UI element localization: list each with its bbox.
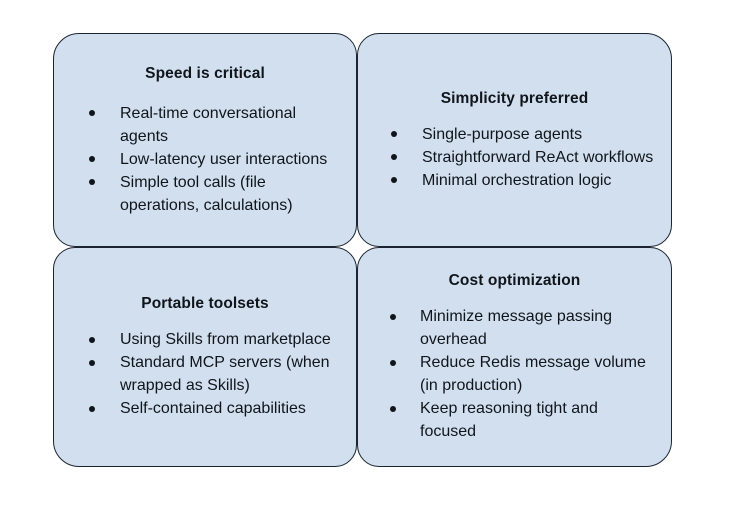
list-item-label: Real-time conversational agents xyxy=(120,104,297,145)
list-item: Simple tool calls (file operations, calc… xyxy=(70,171,340,217)
bullet-dot-icon xyxy=(89,405,95,412)
quadrant-card-portable-toolsets: Portable toolsets Using Skills from mark… xyxy=(53,247,357,467)
card-bullet-list: Single-purpose agents Straightforward Re… xyxy=(374,123,655,192)
list-item: Single-purpose agents xyxy=(374,123,655,146)
quadrant-card-speed-is-critical: Speed is critical Real-time conversation… xyxy=(53,33,357,247)
card-bullet-list: Real-time conversational agents Low-late… xyxy=(70,102,340,217)
quadrant-card-simplicity-preferred: Simplicity preferred Single-purpose agen… xyxy=(357,33,672,247)
card-body: Simplicity preferred Single-purpose agen… xyxy=(358,89,671,192)
list-item-label: Reduce Redis message volume (in producti… xyxy=(420,354,646,394)
bullet-dot-icon xyxy=(390,405,396,412)
card-title: Portable toolsets xyxy=(141,295,269,312)
quadrant-figure: Speed is critical Real-time conversation… xyxy=(53,33,672,467)
list-item-label: Minimal orchestration logic xyxy=(422,171,612,189)
bullet-dot-icon xyxy=(89,110,95,116)
list-item: Self-contained capabilities xyxy=(70,397,340,420)
bullet-dot-icon xyxy=(391,154,397,160)
list-item: Real-time conversational agents xyxy=(70,102,340,148)
list-item-label: Straightforward ReAct workflows xyxy=(422,148,654,166)
list-item: Low-latency user interactions xyxy=(70,148,340,171)
card-body: Portable toolsets Using Skills from mark… xyxy=(54,294,356,420)
bullet-dot-icon xyxy=(89,179,95,185)
card-bullet-list: Minimize message passing overhead Reduce… xyxy=(374,305,655,443)
bullet-dot-icon xyxy=(89,336,95,343)
list-item: Using Skills from marketplace xyxy=(70,328,340,351)
list-item-label: Keep reasoning tight and focused xyxy=(420,400,598,440)
card-body: Speed is critical Real-time conversation… xyxy=(54,64,356,217)
card-title: Speed is critical xyxy=(145,64,265,82)
card-title: Cost optimization xyxy=(448,272,581,289)
bullet-dot-icon xyxy=(390,359,396,366)
list-item-label: Low-latency user interactions xyxy=(120,150,328,168)
list-item-label: Minimize message passing overhead xyxy=(420,308,613,348)
list-item-label: Using Skills from marketplace xyxy=(120,331,331,348)
bullet-dot-icon xyxy=(391,131,397,137)
card-title: Simplicity preferred xyxy=(440,89,589,107)
bullet-dot-icon xyxy=(390,313,396,320)
list-item-label: Self-contained capabilities xyxy=(120,400,306,417)
bullet-dot-icon xyxy=(89,359,95,366)
list-item-label: Simple tool calls (file operations, calc… xyxy=(120,173,293,214)
list-item: Minimize message passing overhead xyxy=(374,305,655,351)
bullet-dot-icon xyxy=(391,177,397,183)
list-item: Reduce Redis message volume (in producti… xyxy=(374,351,655,397)
quadrant-card-cost-optimization: Cost optimization Minimize message passi… xyxy=(357,247,672,467)
card-body: Cost optimization Minimize message passi… xyxy=(358,271,671,443)
card-bullet-list: Using Skills from marketplace Standard M… xyxy=(70,328,340,420)
list-item-label: Single-purpose agents xyxy=(422,125,583,143)
list-item: Straightforward ReAct workflows xyxy=(374,146,655,169)
list-item-label: Standard MCP servers (when wrapped as Sk… xyxy=(120,354,330,394)
list-item: Minimal orchestration logic xyxy=(374,169,655,192)
bullet-dot-icon xyxy=(89,156,95,162)
list-item: Keep reasoning tight and focused xyxy=(374,397,655,443)
list-item: Standard MCP servers (when wrapped as Sk… xyxy=(70,351,340,397)
